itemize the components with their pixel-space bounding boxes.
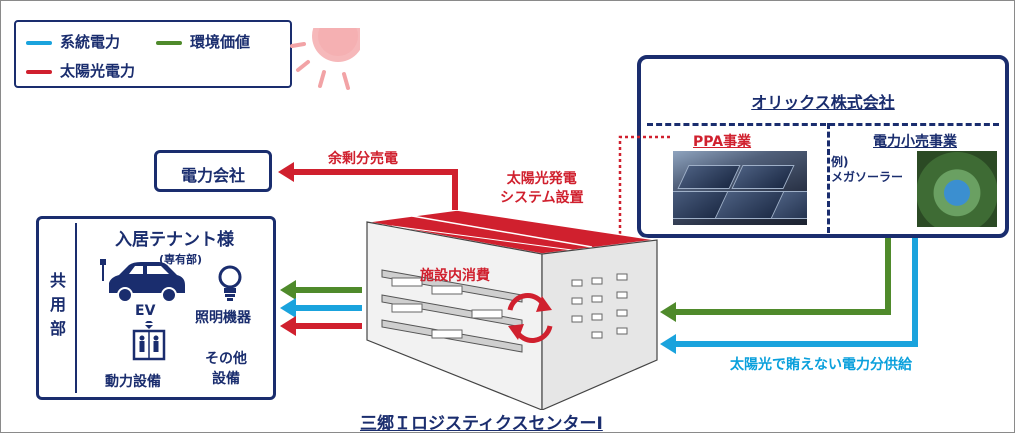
self-consumption-label: 施設内消費 (420, 268, 490, 284)
ev-car-icon (100, 259, 185, 303)
tenant-subtitle: (専有部) (159, 253, 203, 266)
other-equipment-label: その他 設備 (205, 351, 247, 387)
env-value-arrowhead (660, 302, 676, 322)
shortfall-label: 太陽光で賄えない電力分供給 (730, 357, 912, 373)
grid-supply-arrowhead (660, 334, 676, 354)
power-company-box: 電力会社 (154, 150, 272, 192)
legend-item-environmental-value: 環境価値 (156, 31, 250, 52)
orix-title: オリックス株式会社 (751, 93, 895, 112)
grid-supply-arrow (672, 238, 918, 347)
elevator-icon (132, 321, 166, 361)
power-company-label: 電力会社 (180, 166, 245, 185)
ppa-label: PPA事業 (693, 134, 752, 150)
light-bulb-icon (218, 265, 242, 301)
orix-box: オリックス株式会社 PPA事業 電力小売事業 例) メガソーラー (637, 55, 1009, 238)
tenant-box: 共 用 部 入居テナント様 (専有部) EV 照明機器 動力設備 その他 設備 (36, 216, 276, 400)
cyan-line-icon (26, 40, 52, 45)
orix-divider (647, 123, 999, 126)
surplus-label: 余剰分売電 (328, 151, 398, 167)
building-left-face (366, 221, 543, 410)
common-area-label: 共 用 部 (49, 271, 66, 338)
building-right-face (541, 239, 658, 410)
legend: 系統電力 環境価値 太陽光電力 (14, 20, 292, 88)
surplus-arrowhead (278, 162, 294, 182)
retail-label: 電力小売事業 (873, 134, 957, 150)
legend-item-solar-power: 太陽光電力 (26, 60, 135, 81)
sun-icon (290, 28, 360, 90)
ppa-dotted-link (618, 135, 670, 246)
building-name: 三郷ＩロジスティクスセンターI (360, 414, 603, 434)
tenant-title: 入居テナント様 (115, 230, 234, 250)
self-consumption-cycle-icon (507, 293, 553, 343)
orix-vertical-divider (827, 123, 830, 233)
solar-panel-photo (673, 151, 807, 225)
surplus-arrow (290, 169, 458, 218)
tenant-divider (75, 223, 77, 393)
legend-item-grid-power: 系統電力 (26, 31, 120, 52)
power-equipment-label: 動力設備 (105, 374, 161, 390)
lighting-label: 照明機器 (195, 310, 251, 326)
red-line-icon (26, 69, 52, 74)
mega-solar-photo (917, 151, 997, 227)
solar-install-label: 太陽光発電 システム設置 (500, 171, 584, 206)
example-text: 例) メガソーラー (831, 155, 904, 184)
env-value-arrow (672, 238, 891, 315)
logistics-building (366, 210, 658, 410)
green-line-icon (156, 40, 182, 45)
ev-label: EV (135, 303, 156, 319)
